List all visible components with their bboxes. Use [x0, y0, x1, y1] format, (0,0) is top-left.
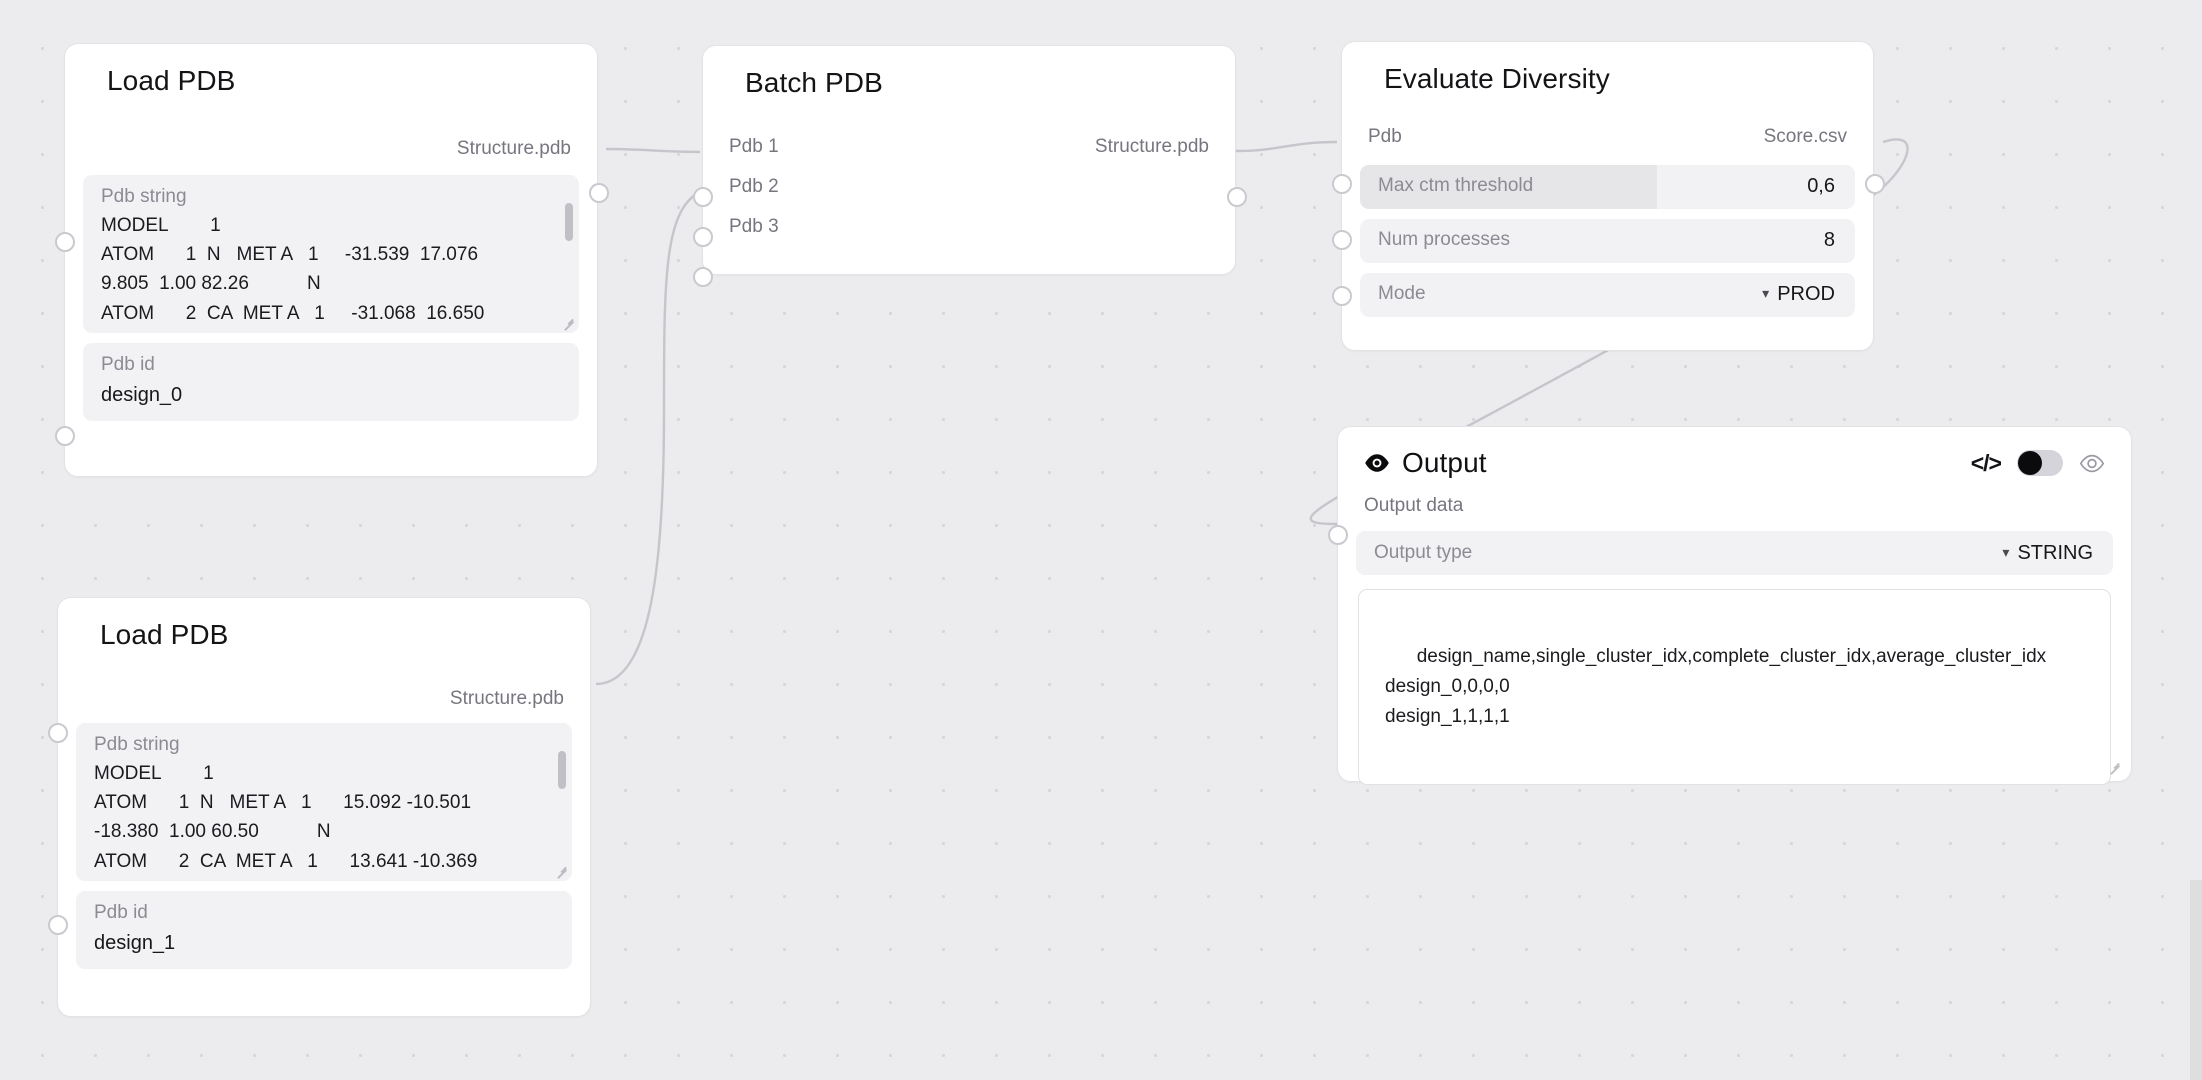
- port-label-pdb-1: Pdb 1: [729, 135, 779, 157]
- field-value-mode[interactable]: ▾ PROD: [1762, 283, 1835, 306]
- field-value-pdb-id-1: design_0: [101, 383, 183, 406]
- input-port-pdb-string-1[interactable]: [55, 232, 75, 252]
- output-node-resize-handle[interactable]: [2105, 757, 2121, 773]
- pdb-string-scrollbar-2[interactable]: [558, 750, 566, 789]
- chevron-down-icon-mode: ▾: [1762, 285, 1770, 302]
- input-port-num-processes[interactable]: [1332, 286, 1352, 306]
- field-pdb-string-1[interactable]: Pdb string MODEL 1 ATOM 1 N MET A 1 -31.…: [83, 174, 579, 333]
- node-title-load-pdb-2: Load PDB: [100, 619, 229, 650]
- input-port-pdb-string-2[interactable]: [48, 723, 68, 743]
- code-brackets-icon[interactable]: </>: [1970, 449, 2002, 476]
- pdb-string-scrollbar-1[interactable]: [565, 202, 573, 241]
- field-value-pdb-id-2: design_1: [94, 931, 176, 954]
- input-port-pdb-1[interactable]: [693, 187, 713, 207]
- node-title-batch-pdb: Batch PDB: [745, 67, 883, 98]
- field-pdb-id-1[interactable]: Pdb id design_0: [83, 342, 579, 421]
- field-pdb-string-2[interactable]: Pdb string MODEL 1 ATOM 1 N MET A 1 15.0…: [76, 722, 572, 881]
- node-title-output: Output: [1402, 447, 1487, 478]
- input-port-max-ctm-threshold[interactable]: [1332, 230, 1352, 250]
- node-output[interactable]: Output </> Output data Output type ▾: [1328, 426, 2132, 786]
- chevron-down-icon-output-type: ▾: [2002, 543, 2010, 560]
- pdb-string-resize-handle-1[interactable]: [563, 318, 575, 330]
- eye-outline-icon[interactable]: [2079, 454, 2105, 473]
- port-label-structure-pdb-out-1: Structure.pdb: [456, 137, 571, 159]
- port-label-score-csv-out: Score.csv: [1763, 125, 1847, 147]
- output-content-text: design_name,single_cluster_idx,complete_…: [1385, 646, 2047, 728]
- eye-filled-icon: [1364, 453, 1390, 473]
- output-content-textarea[interactable]: design_name,single_cluster_idx,complete_…: [1358, 589, 2111, 786]
- output-port-structure-pdb-1[interactable]: [589, 183, 609, 203]
- port-row-pdb-3: Pdb 3: [703, 207, 1235, 247]
- output-port-structure-pdb-batch[interactable]: [1227, 187, 1247, 207]
- field-label-output-type: Output type: [1374, 541, 1473, 563]
- field-output-type[interactable]: Output type ▾ STRING: [1356, 531, 2113, 575]
- port-label-pdb-in: Pdb: [1368, 125, 1402, 147]
- port-row-structure-out-2: Structure.pdb: [58, 679, 590, 719]
- mode-selected-value: PROD: [1777, 283, 1835, 306]
- output-visibility-toggle[interactable]: [2017, 450, 2063, 476]
- port-label-pdb-3: Pdb 3: [729, 215, 779, 237]
- field-value-num-processes: 8: [1823, 229, 1835, 252]
- output-port-score-csv[interactable]: [1865, 174, 1885, 194]
- input-port-pdb-evaluate[interactable]: [1332, 174, 1352, 194]
- field-mode[interactable]: Mode ▾ PROD: [1360, 272, 1855, 317]
- node-evaluate-diversity[interactable]: Evaluate Diversity Pdb Score.csv Max ctm…: [1332, 41, 1885, 351]
- input-port-pdb-id-2[interactable]: [48, 915, 68, 935]
- port-row-structure-out-1: Structure.pdb: [65, 129, 597, 169]
- node-title-evaluate-diversity: Evaluate Diversity: [1384, 63, 1610, 94]
- field-label-num-processes: Num processes: [1378, 229, 1510, 251]
- input-port-pdb-id-1[interactable]: [55, 426, 75, 446]
- node-load-pdb-2[interactable]: Load PDB Structure.pdb Pdb string MODEL …: [48, 597, 591, 1017]
- port-label-structure-pdb-out-batch: Structure.pdb: [1094, 135, 1209, 157]
- canvas-vertical-scrollbar[interactable]: [2190, 880, 2202, 1080]
- field-num-processes[interactable]: Num processes 8: [1360, 218, 1855, 263]
- field-label-pdb-string-1: Pdb string: [101, 185, 187, 207]
- port-label-structure-pdb-out-2: Structure.pdb: [449, 687, 564, 709]
- edge-loadpdb1-to-pdb1: [605, 147, 701, 154]
- edge-batchpdb-to-evaluate: [1235, 140, 1338, 153]
- field-value-pdb-string-2: MODEL 1 ATOM 1 N MET A 1 15.092 -10.501 …: [94, 762, 478, 881]
- node-load-pdb-1[interactable]: Load PDB Structure.pdb Pdb string MODEL …: [55, 43, 609, 477]
- field-label-pdb-id-1: Pdb id: [101, 353, 155, 375]
- field-pdb-id-2[interactable]: Pdb id design_1: [76, 890, 572, 969]
- input-port-output-data[interactable]: [1328, 525, 1348, 545]
- output-type-selected-value: STRING: [2017, 541, 2093, 564]
- port-row-pdb-1: Pdb 1 Structure.pdb: [703, 127, 1235, 167]
- node-batch-pdb[interactable]: Batch PDB Pdb 1 Structure.pdb Pdb 2 Pdb …: [693, 45, 1247, 287]
- field-label-pdb-string-2: Pdb string: [94, 733, 180, 755]
- field-label-mode: Mode: [1378, 283, 1426, 305]
- field-max-ctm-threshold[interactable]: Max ctm threshold 0,6: [1360, 164, 1855, 209]
- input-port-pdb-2[interactable]: [693, 227, 713, 247]
- edge-loadpdb2-to-pdb2: [595, 190, 701, 686]
- field-value-pdb-string-1: MODEL 1 ATOM 1 N MET A 1 -31.539 17.076 …: [101, 214, 485, 333]
- port-row-pdb-2: Pdb 2: [703, 167, 1235, 207]
- field-label-pdb-id-2: Pdb id: [94, 901, 148, 923]
- input-port-pdb-3[interactable]: [693, 267, 713, 287]
- field-value-max-ctm-threshold: 0,6: [1807, 175, 1835, 198]
- field-value-output-type[interactable]: ▾ STRING: [2002, 542, 2093, 565]
- field-label-max-ctm-threshold: Max ctm threshold: [1378, 175, 1534, 197]
- port-label-pdb-2: Pdb 2: [729, 175, 779, 197]
- node-title-load-pdb-1: Load PDB: [107, 65, 236, 96]
- port-label-output-data: Output data: [1364, 495, 1464, 516]
- pdb-string-resize-handle-2[interactable]: [556, 866, 568, 878]
- output-node-header: Output </>: [1338, 427, 2131, 483]
- port-row-evaluate-io: Pdb Score.csv: [1342, 117, 1873, 157]
